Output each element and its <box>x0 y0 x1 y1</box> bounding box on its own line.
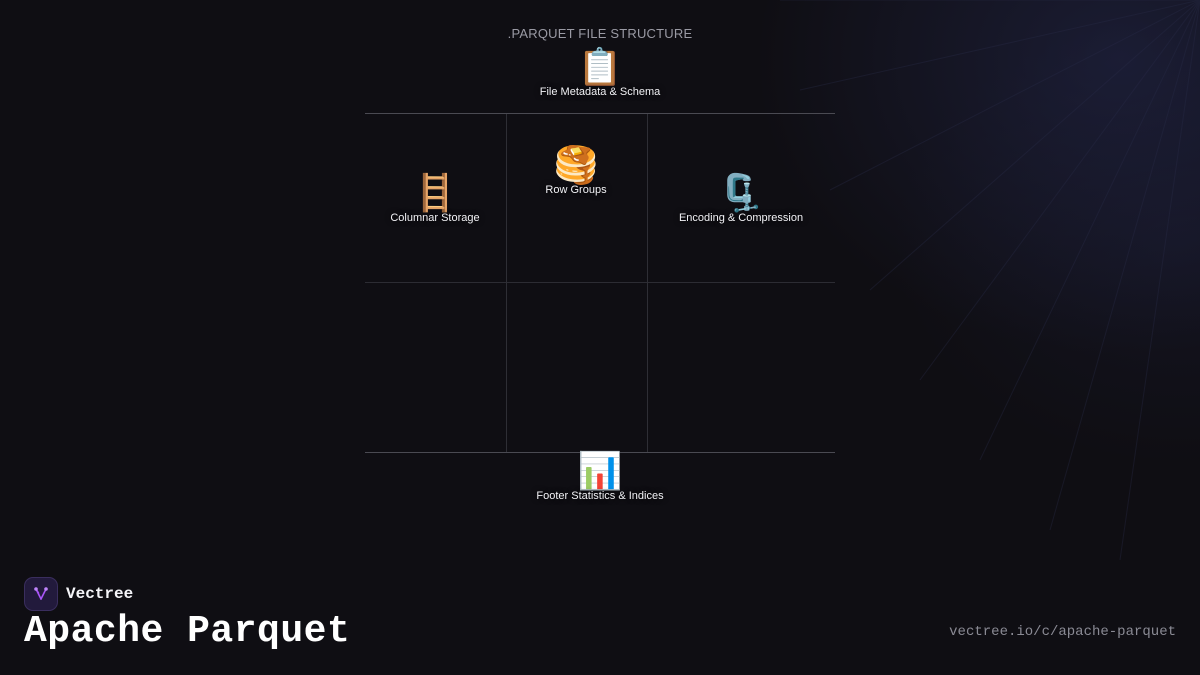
grid-column-divider-left <box>506 114 507 452</box>
diagram-title: .PARQUET FILE STRUCTURE <box>507 26 693 41</box>
node-label: Row Groups <box>545 184 607 196</box>
bar-chart-icon: 📊 <box>577 451 623 492</box>
grid-middle-divider <box>365 282 835 283</box>
clipboard-icon: 📋 <box>577 47 623 88</box>
node-file-metadata[interactable]: 📋 File Metadata & Schema <box>539 47 661 99</box>
page-title: Apache Parquet <box>24 610 351 653</box>
clamp-icon: 🗜️ <box>718 173 764 214</box>
node-label: Footer Statistics & Indices <box>536 490 664 502</box>
node-encoding-compression[interactable]: 🗜️ Encoding & Compression <box>678 173 804 225</box>
node-label: Columnar Storage <box>390 212 480 224</box>
page-url[interactable]: vectree.io/c/apache-parquet <box>949 624 1176 640</box>
pancakes-icon: 🥞 <box>553 145 599 186</box>
vectree-logo-icon <box>24 577 58 611</box>
node-row-groups[interactable]: 🥞 Row Groups <box>545 145 607 197</box>
brand-name: Vectree <box>66 585 134 603</box>
background-rays <box>780 0 1200 560</box>
node-label: Encoding & Compression <box>678 212 804 224</box>
grid-column-divider-right <box>647 114 648 452</box>
brand[interactable]: Vectree <box>24 577 133 611</box>
node-columnar-storage[interactable]: 🪜 Columnar Storage <box>390 173 480 225</box>
node-footer-statistics[interactable]: 📊 Footer Statistics & Indices <box>536 451 664 503</box>
ladder-icon: 🪜 <box>412 173 458 214</box>
grid-bottom-border <box>365 452 835 453</box>
grid-top-border <box>365 113 835 114</box>
node-label: File Metadata & Schema <box>539 86 661 98</box>
